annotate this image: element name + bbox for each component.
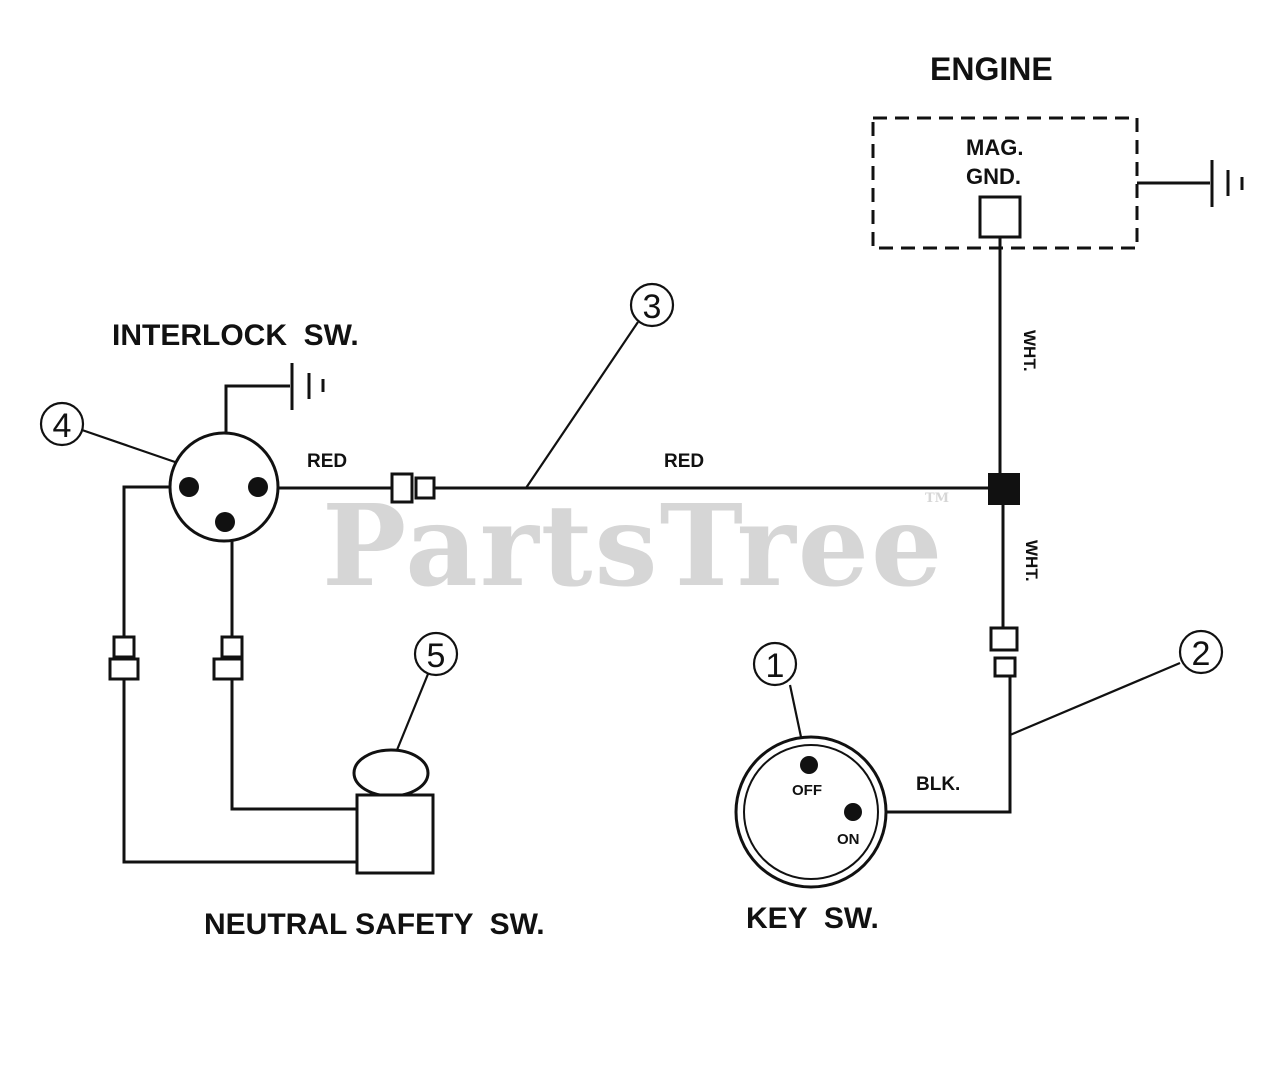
callout-1-number: 1 <box>766 647 785 685</box>
engine-block: ENGINE MAG. GND. <box>871 51 1244 250</box>
wire-junction <box>988 473 1020 505</box>
interlock-terminal-right <box>248 477 268 497</box>
interlock-ground-symbol <box>290 363 325 410</box>
red-wire-long-label: RED <box>664 451 704 472</box>
white-wire-upper-label: WHT. <box>1020 330 1039 372</box>
black-wire-label: BLK. <box>916 774 960 795</box>
black-wire <box>857 676 1012 814</box>
interlock-terminal-left <box>179 477 199 497</box>
key-switch-inner-ring <box>743 744 879 880</box>
callout-2: 2 <box>1009 629 1224 737</box>
callout-4: 4 <box>39 401 176 464</box>
engine-ground-symbol <box>1210 160 1244 207</box>
callout-5: 5 <box>395 631 459 751</box>
key-switch-off-label: OFF <box>792 782 822 799</box>
interlock-left-connector <box>108 635 140 681</box>
neutral-switch-title: NEUTRAL SAFETY SW. <box>204 908 545 941</box>
red-wire-connector <box>390 472 436 504</box>
white-wire-lower-label: WHT. <box>1022 540 1041 582</box>
callout-2-number: 2 <box>1192 635 1211 673</box>
watermark-text: PartsTree <box>322 481 944 612</box>
key-switch: OFF ON KEY SW. <box>734 735 888 935</box>
interlock-switch-title: INTERLOCK SW. <box>112 319 359 352</box>
callout-1: 1 <box>752 641 803 738</box>
red-wire-short-label: RED <box>307 451 347 472</box>
interlock-switch: INTERLOCK SW. <box>112 319 359 543</box>
key-switch-title: KEY SW. <box>746 902 879 935</box>
interlock-center-wire-lower <box>230 679 357 811</box>
interlock-ground-wire <box>224 384 290 433</box>
key-switch-outer-ring <box>734 735 888 889</box>
engine-housing-dashed <box>871 116 1139 250</box>
interlock-terminal-bottom <box>215 512 235 532</box>
watermark-tm: TM <box>925 491 949 506</box>
interlock-center-connector <box>212 635 244 681</box>
key-switch-on-label: ON <box>837 831 860 848</box>
mag-gnd-terminal <box>978 195 1022 239</box>
white-wire-connector <box>989 626 1019 678</box>
callout-4-number: 4 <box>53 407 72 445</box>
neutral-switch-body <box>355 793 435 875</box>
key-switch-on-terminal <box>844 803 862 821</box>
interlock-left-wire-lower <box>122 679 357 864</box>
callout-3: 3 <box>525 282 675 489</box>
engine-title: ENGINE <box>930 51 1053 87</box>
watermark: PartsTree TM <box>322 481 949 612</box>
key-switch-off-terminal <box>800 756 818 774</box>
callout-3-number: 3 <box>643 288 662 326</box>
mag-gnd-label-line1: MAG. <box>966 135 1023 160</box>
neutral-safety-switch: NEUTRAL SAFETY SW. <box>204 748 545 941</box>
mag-gnd-label-line2: GND. <box>966 164 1021 189</box>
interlock-left-wire-upper <box>122 485 170 637</box>
callout-5-number: 5 <box>427 637 446 675</box>
neutral-switch-plunger <box>352 748 430 798</box>
